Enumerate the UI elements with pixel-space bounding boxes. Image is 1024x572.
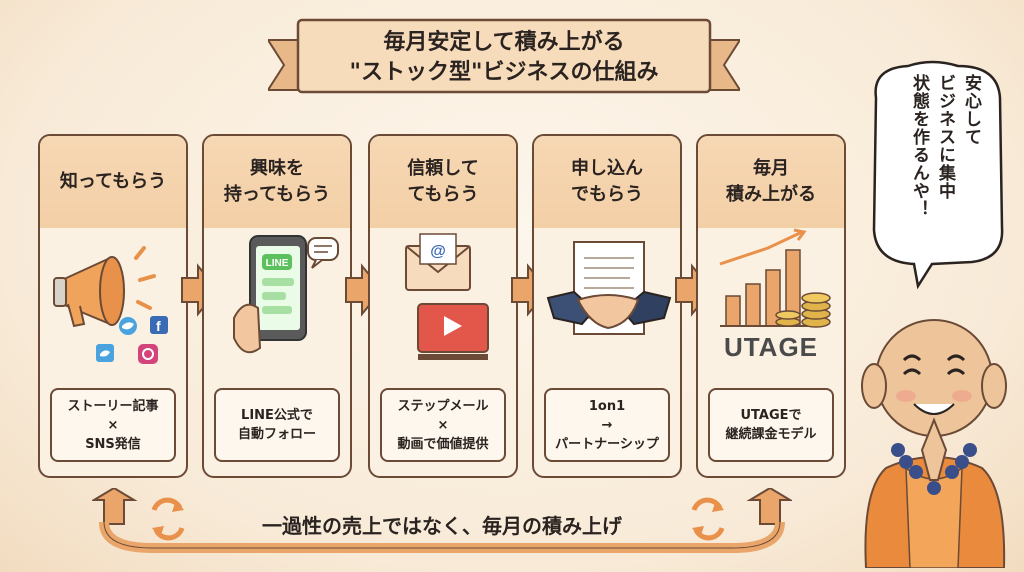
email-icon	[405, 233, 471, 291]
cycle-icon-left	[151, 497, 185, 541]
instagram-icon	[138, 344, 158, 364]
chat-bubble-icon	[307, 237, 339, 269]
page-title-line2: "ストック型"ビジネスの仕組み	[349, 60, 659, 85]
speech-bubble: 安心して ビジネスに集中 状態を作るんや！	[862, 58, 1012, 290]
speech-line-3: 状態を作るんや！	[909, 74, 929, 218]
prayer-beads-icon	[891, 443, 977, 495]
video-player-icon	[417, 303, 489, 360]
twitter-icon-small	[96, 344, 114, 362]
step-card-2: 興味を 持ってもらう LINE LINE公式で 自動フォロー	[202, 134, 352, 478]
hand-icon	[233, 303, 262, 354]
step-3-detail: ステップメール × 動画で価値提供	[397, 398, 489, 452]
megaphone-illustration: f	[40, 228, 186, 378]
bottom-banner: 一過性の売上ではなく、毎月の積み上げ	[90, 486, 794, 558]
step-card-5: 毎月 積み上がる UTAGE UTAGEで 継続課金モデル	[696, 134, 846, 478]
step-4-detail: 1on1 → パートナーシップ	[555, 398, 659, 452]
step-2-detail: LINE公式で 自動フォロー	[237, 408, 316, 442]
title-ribbon: 毎月安定して積み上がる "ストック型"ビジネスの仕組み	[268, 14, 740, 100]
svg-text:f: f	[156, 318, 161, 334]
step-1-heading: 知ってもらう	[59, 171, 167, 192]
step-5-detail: UTAGEで 継続課金モデル	[725, 408, 817, 442]
step-card-1: 知ってもらう f ストーリー記事 × SNS発信	[38, 134, 188, 478]
megaphone-icon	[53, 256, 125, 328]
phone-illustration: LINE	[204, 228, 350, 378]
twitter-icon	[119, 317, 137, 335]
page-title-line1: 毎月安定して積み上がる	[383, 30, 625, 55]
step-5-heading: 毎月 積み上がる	[726, 158, 816, 205]
step-2-heading: 興味を 持ってもらう	[223, 158, 331, 205]
bottom-message: 一過性の売上ではなく、毎月の積み上げ	[262, 514, 622, 538]
speech-line-1: 安心して	[961, 74, 981, 146]
bar-chart-icon	[719, 228, 814, 327]
growth-chart-illustration: UTAGE	[698, 228, 844, 378]
handshake-illustration	[534, 228, 680, 378]
step-1-detail: ストーリー記事 × SNS発信	[67, 398, 159, 452]
utage-logo: UTAGE	[723, 332, 819, 362]
at-sign: @	[430, 243, 446, 260]
line-logo: LINE	[266, 258, 289, 269]
facebook-icon: f	[150, 316, 168, 334]
step-3-heading: 信頼して てもらう	[407, 158, 479, 205]
email-video-illustration: @	[370, 228, 516, 378]
coin-stack-icon	[775, 292, 831, 328]
speech-line-2: ビジネスに集中	[935, 74, 955, 200]
smartphone-icon	[249, 235, 307, 341]
step-card-4: 申し込ん でもらう 1on1 → パートナーシップ	[532, 134, 682, 478]
step-4-heading: 申し込ん でもらう	[571, 158, 643, 205]
step-card-3: 信頼して てもらう @ ステップメール × 動画で価値提供	[368, 134, 518, 478]
handshake-icon	[546, 290, 672, 330]
buddha-character-icon	[861, 319, 1007, 568]
cycle-icon-right	[691, 497, 725, 541]
